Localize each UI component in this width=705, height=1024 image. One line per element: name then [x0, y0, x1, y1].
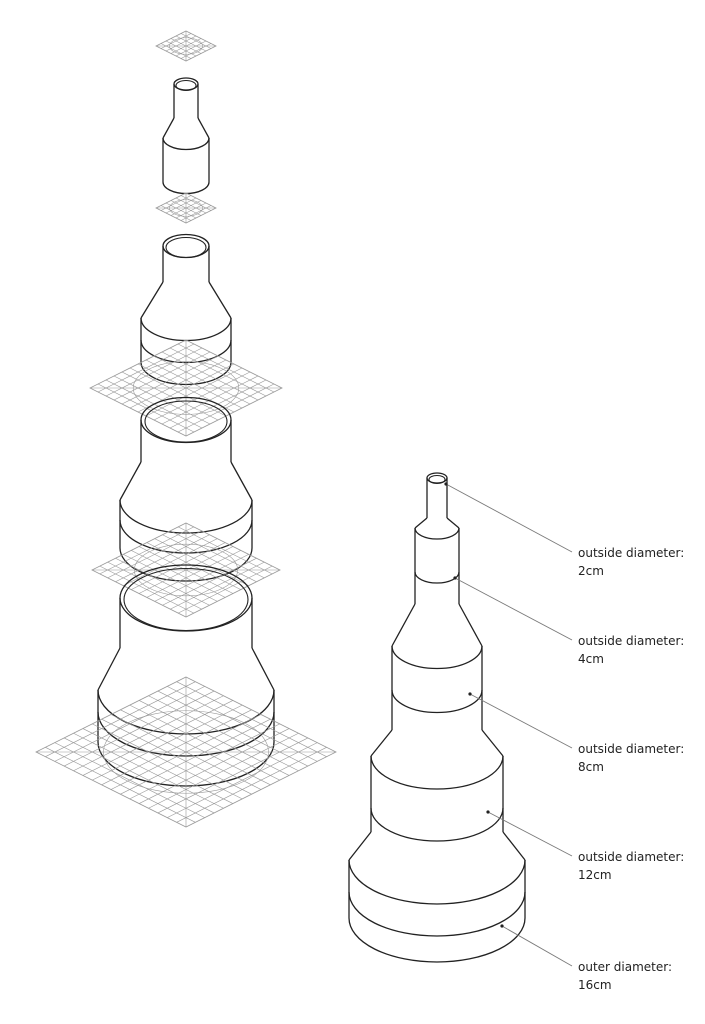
section-edge: [162, 137, 210, 151]
bottom-edge: [348, 917, 526, 963]
grid-line: [97, 383, 195, 433]
annotation-label: outside diameter:: [578, 634, 685, 648]
section-edge: [391, 689, 483, 714]
annotation-16cm: outer diameter: 16cm: [578, 958, 672, 994]
assembled-stack: [348, 472, 526, 963]
grid-line: [101, 718, 252, 795]
section-edge: [140, 317, 232, 342]
grid-line: [177, 383, 275, 433]
annotation-value: 12cm: [578, 868, 612, 882]
section-edge: [370, 807, 504, 842]
annotation-4cm: outside diameter: 4cm: [578, 632, 684, 668]
grid-line: [176, 747, 327, 823]
leader-dot: [468, 692, 472, 696]
leader-12cm: [487, 811, 573, 857]
grid-footprint: [103, 710, 269, 794]
annotation-2cm: outside diameter: 2cm: [578, 544, 684, 580]
annotation-value: 2cm: [578, 564, 604, 578]
silhouette-left: [370, 729, 393, 757]
leader-8cm: [469, 693, 573, 749]
silhouette-left: [140, 281, 164, 319]
leader-16cm: [501, 925, 573, 967]
silhouette-left: [119, 461, 142, 501]
section-edge: [391, 645, 483, 670]
leader-dot: [453, 576, 457, 580]
grid-line: [54, 742, 205, 818]
annotation-label: outside diameter:: [578, 850, 685, 864]
grid-line: [138, 728, 290, 804]
section-edge: [414, 571, 460, 584]
inner-rim: [175, 79, 197, 92]
grid-line: [167, 742, 318, 818]
bottom-edge: [162, 181, 210, 195]
silhouette-right: [458, 603, 483, 647]
silhouette-right: [481, 729, 504, 757]
grid-footprint: [169, 37, 203, 55]
inner-rim: [144, 400, 228, 443]
section-edge: [348, 859, 526, 905]
grid-line: [148, 732, 299, 809]
inner-rim: [428, 474, 446, 485]
silhouette-right: [197, 117, 210, 139]
silhouette-left: [391, 603, 416, 647]
silhouette-left: [348, 831, 372, 861]
annotation-value: 16cm: [578, 978, 612, 992]
leader-dot: [500, 924, 504, 928]
grid-line: [99, 565, 194, 614]
annotation-8cm: outside diameter: 8cm: [578, 740, 684, 776]
leader-lines: [444, 482, 573, 967]
grid-line: [82, 728, 234, 804]
section-edge: [414, 527, 460, 540]
silhouette-right: [502, 831, 526, 861]
grid-footprint: [132, 361, 240, 415]
silhouette-right: [251, 647, 275, 691]
section-edge: [348, 891, 526, 937]
grid-line: [73, 732, 224, 809]
silhouette-left: [162, 117, 175, 139]
grid-footprint: [134, 543, 239, 597]
grid-line: [92, 723, 243, 800]
annotation-value: 4cm: [578, 652, 604, 666]
grid-line: [129, 723, 280, 800]
leader-dot: [486, 810, 490, 814]
grid-line: [178, 565, 273, 614]
annotation-12cm: outside diameter: 12cm: [578, 848, 684, 884]
grid-line: [63, 737, 215, 814]
exploded-stack: [35, 30, 337, 828]
section-edge: [370, 755, 504, 790]
annotation-value: 8cm: [578, 760, 604, 774]
leader-dot: [444, 482, 448, 486]
annotation-label: outer diameter:: [578, 960, 673, 974]
silhouette-right: [230, 461, 253, 501]
grid-line: [45, 747, 196, 823]
leader-4cm: [454, 577, 573, 641]
silhouette-right: [208, 281, 232, 319]
silhouette-right: [446, 517, 460, 529]
silhouette-left: [414, 517, 428, 529]
grid-line: [157, 737, 309, 814]
inner-rim: [123, 567, 249, 632]
grid-line: [120, 718, 271, 795]
annotation-label: outside diameter:: [578, 742, 685, 756]
annotation-label: outside diameter:: [578, 546, 685, 560]
grid-footprint: [169, 199, 203, 217]
silhouette-left: [97, 647, 121, 691]
leader-2cm: [445, 483, 573, 553]
inner-rim: [165, 236, 207, 259]
